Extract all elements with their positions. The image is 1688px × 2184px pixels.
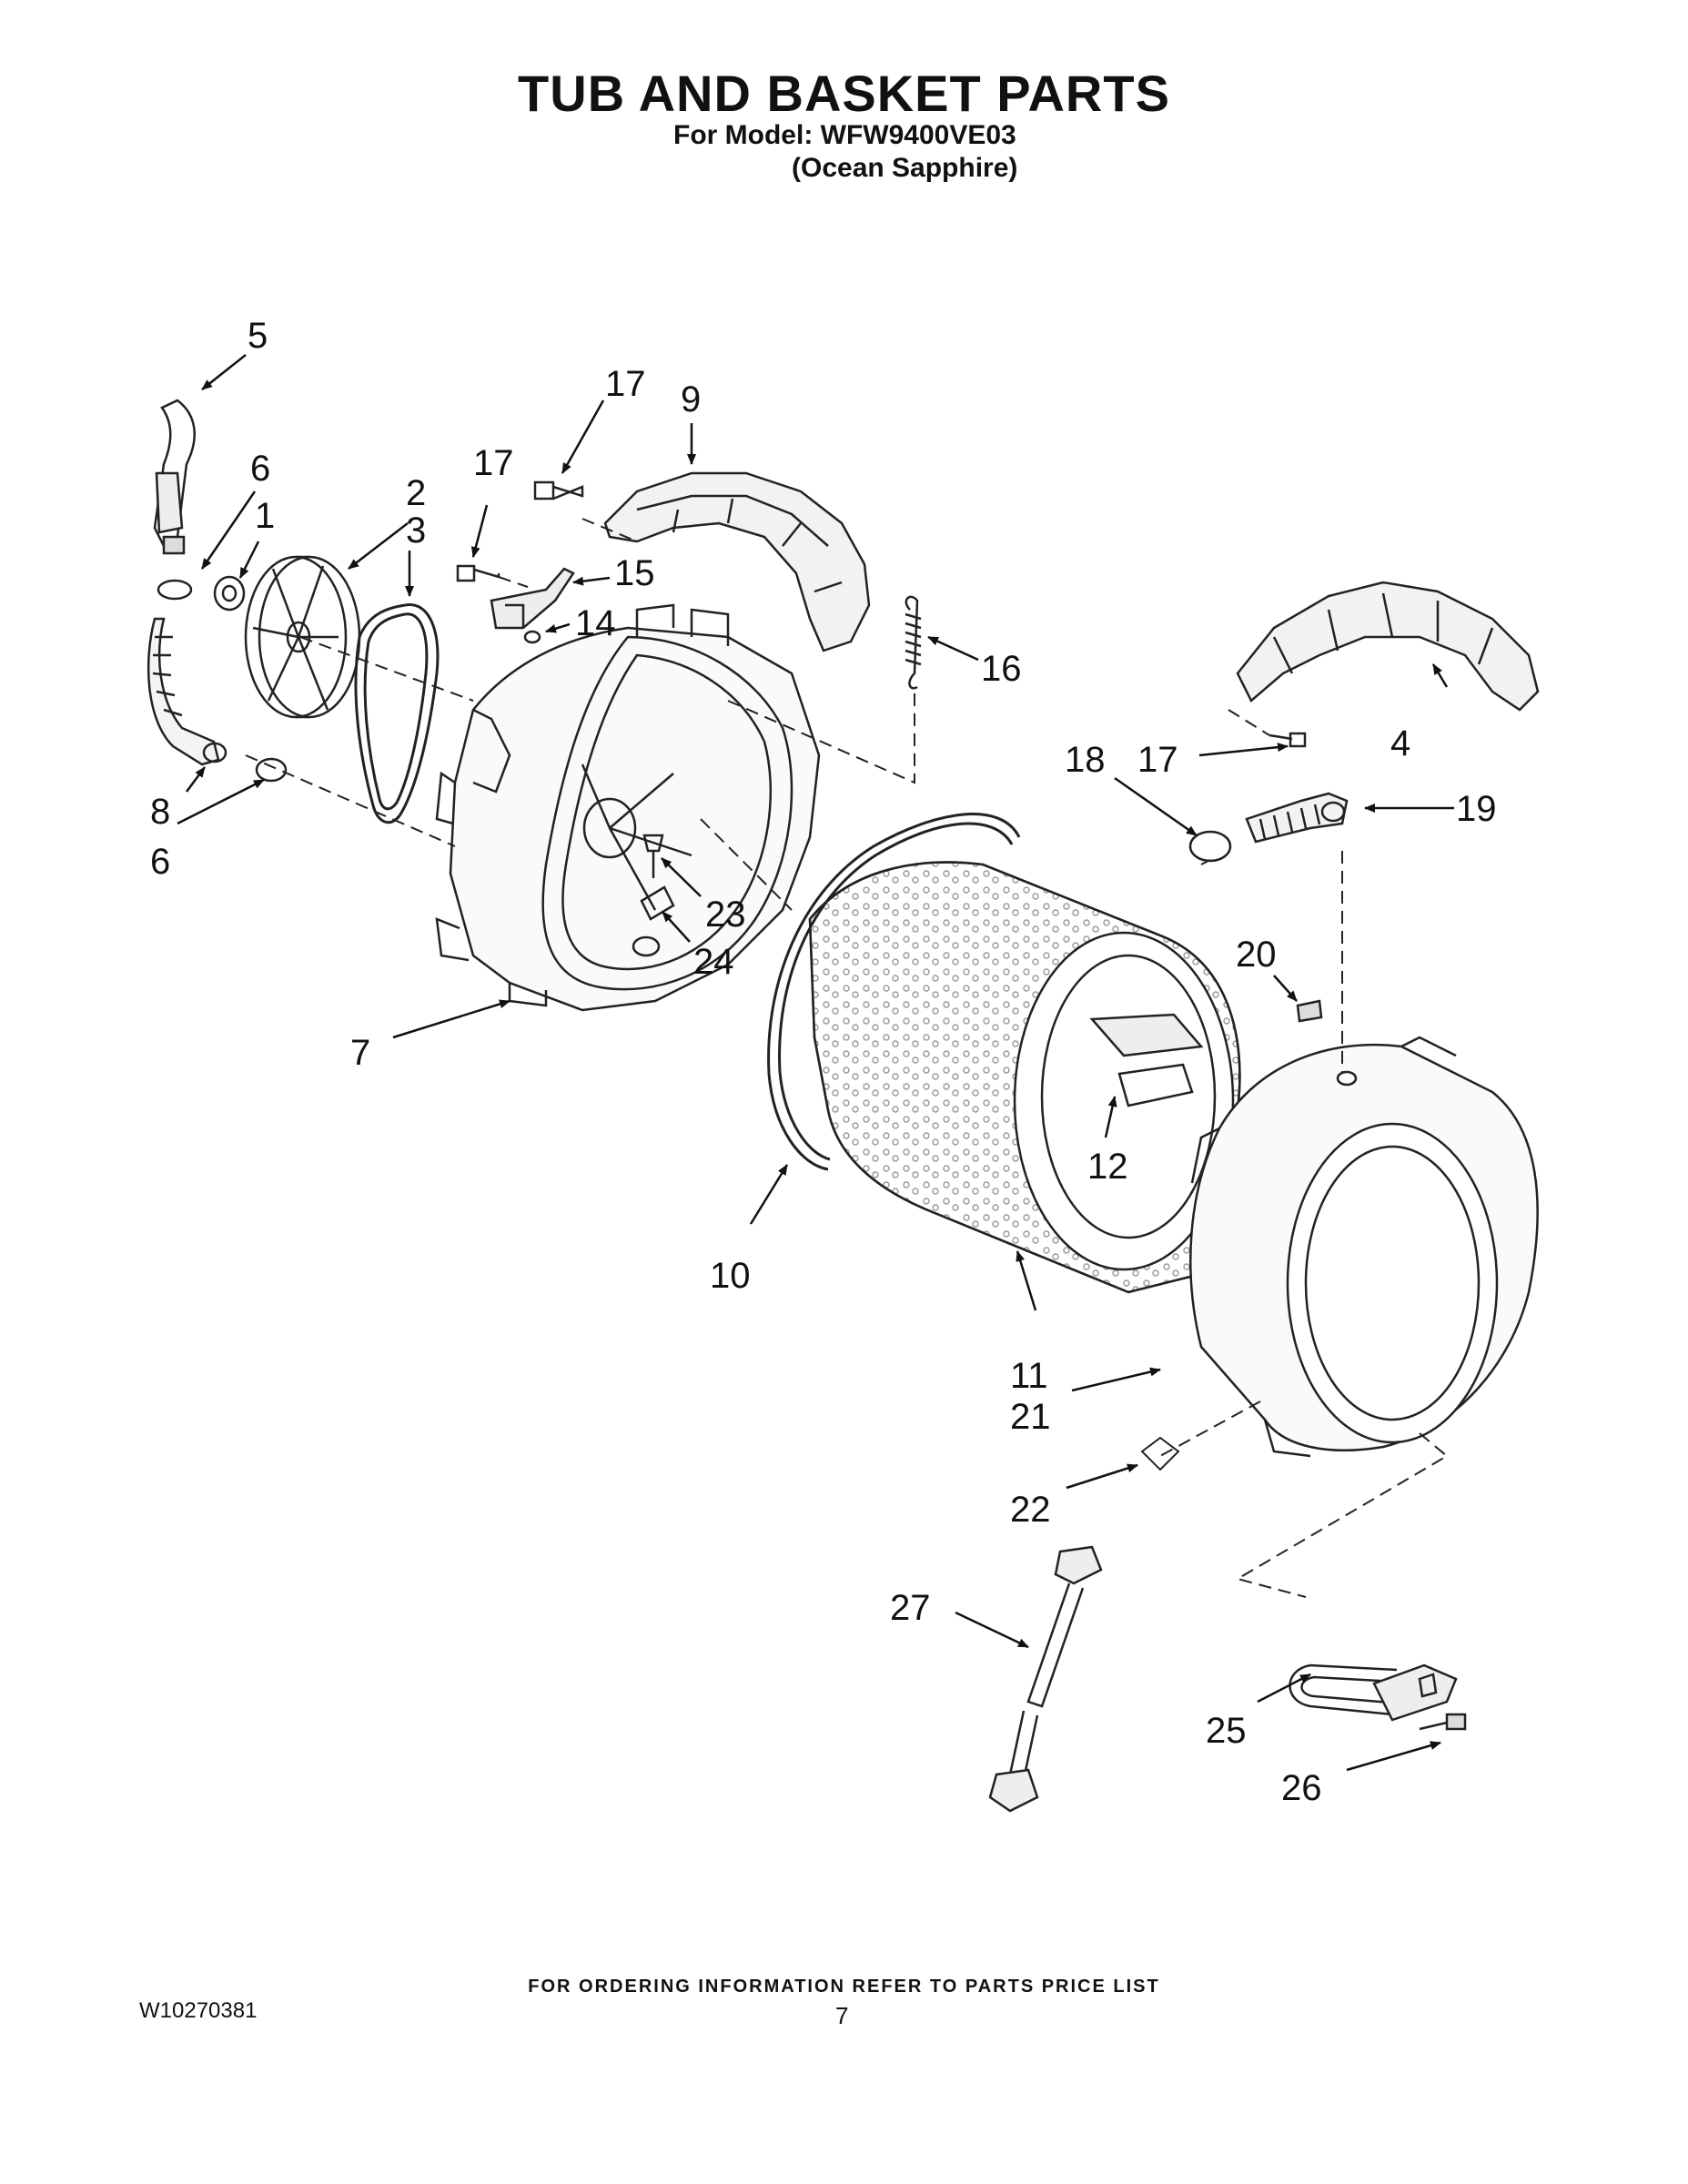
drain-hose-part-5 [153,399,196,555]
callout-1: 1 [255,496,275,536]
nut-part-1 [213,575,246,612]
clamp-part-6-top [157,579,193,601]
callout-10: 10 [710,1256,751,1296]
basket-part-11 [808,861,1241,1294]
callout-22: 22 [1010,1490,1051,1530]
callout-26: 26 [1281,1768,1322,1808]
callout-23: 23 [705,895,746,935]
gasket-part-10 [767,813,1021,1171]
ring-part-13 [523,630,541,644]
callout-15: 17 [473,443,514,483]
bolt-part-23 [642,834,664,878]
front-tub-part-21 [1189,1036,1539,1458]
callout-27: 27 [890,1588,931,1628]
spring-part-16 [905,595,922,690]
callout-25: 25 [1206,1711,1247,1751]
document-number: W10270381 [139,1998,258,2023]
bolt-part-17-top [533,480,584,500]
callout-5: 5 [248,316,268,356]
page-title: TUB AND BASKET PARTS [518,65,1170,122]
callout-17-right: 17 [1137,740,1178,780]
bolt-part-17-right [1269,732,1307,748]
page-number: 7 [835,2002,849,2029]
pulley-part-2 [244,555,361,719]
clamp-part-6-bottom [255,757,288,783]
callout-18: 18 [1065,740,1106,780]
color-line: (Ocean Sapphire) [792,153,1018,183]
callout-2: 2 [406,473,426,513]
callout-6-bottom: 6 [150,842,170,882]
pad-part-20 [1296,999,1323,1023]
drain-hose-part-7 [147,617,227,766]
callout-14: 15 [614,553,655,593]
callout-19: 19 [1456,789,1497,829]
callout-20: 20 [1236,935,1277,975]
callout-13: 14 [575,603,616,643]
callout-4: 4 [1390,723,1410,763]
ordering-note: FOR ORDERING INFORMATION REFER TO PARTS … [528,1977,1160,1997]
callout-6-top: 6 [250,449,270,489]
callout-9: 9 [681,379,701,420]
bracket-part-24 [632,885,675,957]
gasket-part-22 [1140,1436,1180,1471]
bracket-part-14 [490,567,575,630]
hose-part-19 [1245,792,1349,844]
callout-21: 21 [1010,1397,1051,1437]
callout-11: 11 [1010,1356,1048,1396]
rear-tub-part-8 [435,603,821,1012]
assembly-lines [245,518,1449,1598]
callout-3: 3 [406,511,426,551]
model-line: For Model: WFW9400VE03 [673,120,1016,150]
clamp-part-18 [1188,830,1232,863]
drive-belt-part-3 [354,602,440,824]
callout-labels: 5 6 1 2 3 17 17 9 15 14 16 8 6 7 23 24 1… [150,316,1497,1808]
sensor-part-26 [1419,1713,1467,1731]
callout-arrows [177,354,1454,1772]
front-weight-part-4 [1236,581,1540,712]
rear-weight-part-9 [603,471,871,652]
callout-16: 16 [981,649,1022,689]
callout-17-top: 17 [605,364,646,404]
callout-24: 24 [693,942,734,982]
callout-12: 12 [1087,1147,1128,1187]
callout-7: 8 [150,792,170,832]
heater-part-25 [1289,1663,1458,1722]
callout-8: 7 [350,1033,370,1073]
shock-absorber-part-27 [988,1545,1103,1813]
screw-part-15 [456,564,500,582]
